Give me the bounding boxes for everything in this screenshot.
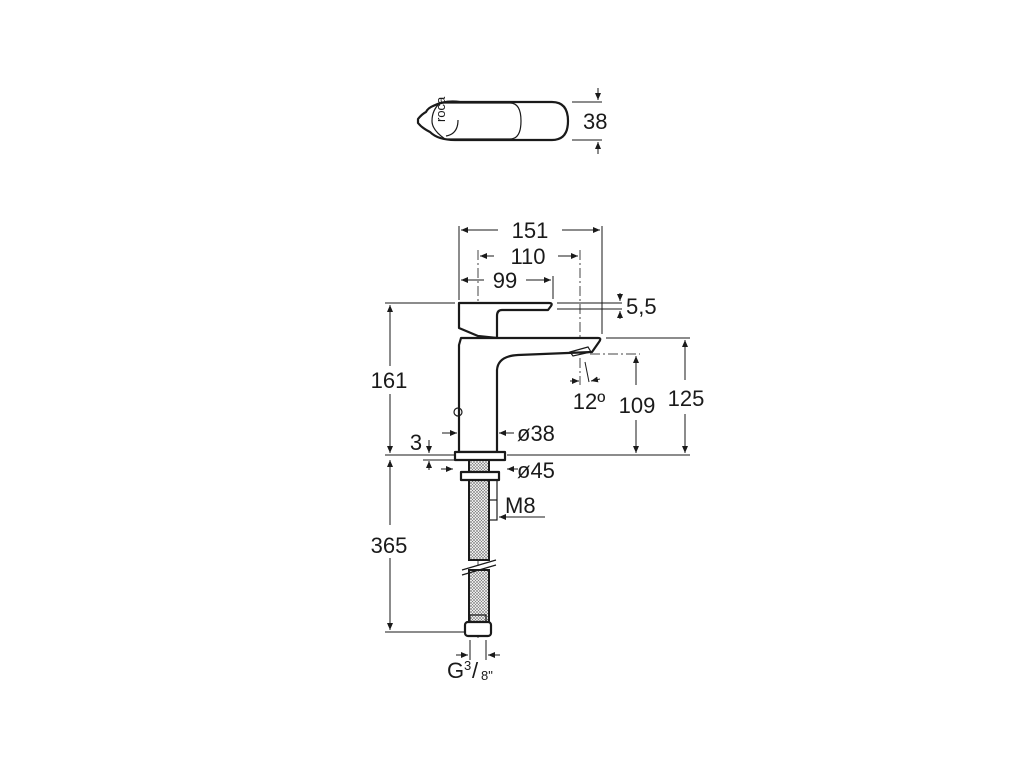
dim-connection-thread: G 3 / 8"	[447, 658, 493, 683]
hose-connector	[463, 620, 493, 638]
dim-base-thickness: 3	[410, 430, 422, 455]
handle[interactable]	[457, 301, 553, 340]
dim-rod-thread: M8	[505, 493, 536, 518]
dim-spout-angle: 12º	[573, 389, 606, 414]
dim-hose-length: 365	[371, 533, 408, 558]
dim-spout-top-height: 125	[668, 386, 705, 411]
set-screw	[453, 407, 463, 417]
dim-total-height: 161	[371, 368, 408, 393]
svg-text:G: G	[447, 658, 464, 683]
base-plate	[453, 450, 507, 462]
aerator	[568, 346, 592, 357]
dim-top-width: 38	[583, 109, 607, 134]
temperature-indicator-icon	[445, 119, 459, 137]
dim-outlet-height: 109	[619, 393, 656, 418]
dim-body-diameter: ø38	[517, 421, 555, 446]
break-line	[461, 559, 497, 576]
dim-total-length: 151	[512, 218, 549, 243]
hose-lower	[468, 569, 490, 623]
svg-text:3: 3	[464, 658, 471, 673]
dim-spout-reach: 110	[510, 244, 545, 269]
logo-mark: roca	[433, 96, 448, 122]
dim-handle-length: 99	[493, 268, 517, 293]
fixing-nut	[459, 470, 501, 482]
top-view: roca 38	[416, 88, 607, 154]
faucet-body	[457, 336, 602, 454]
svg-text:8": 8"	[481, 668, 493, 683]
side-view: 151 110 99 5,5 161 12º 109 125 ø38	[371, 218, 705, 683]
dim-handle-gap: 5,5	[626, 294, 657, 319]
dim-base-diameter: ø45	[517, 458, 555, 483]
top-view-lever	[431, 102, 522, 140]
svg-text:/: /	[472, 658, 479, 683]
